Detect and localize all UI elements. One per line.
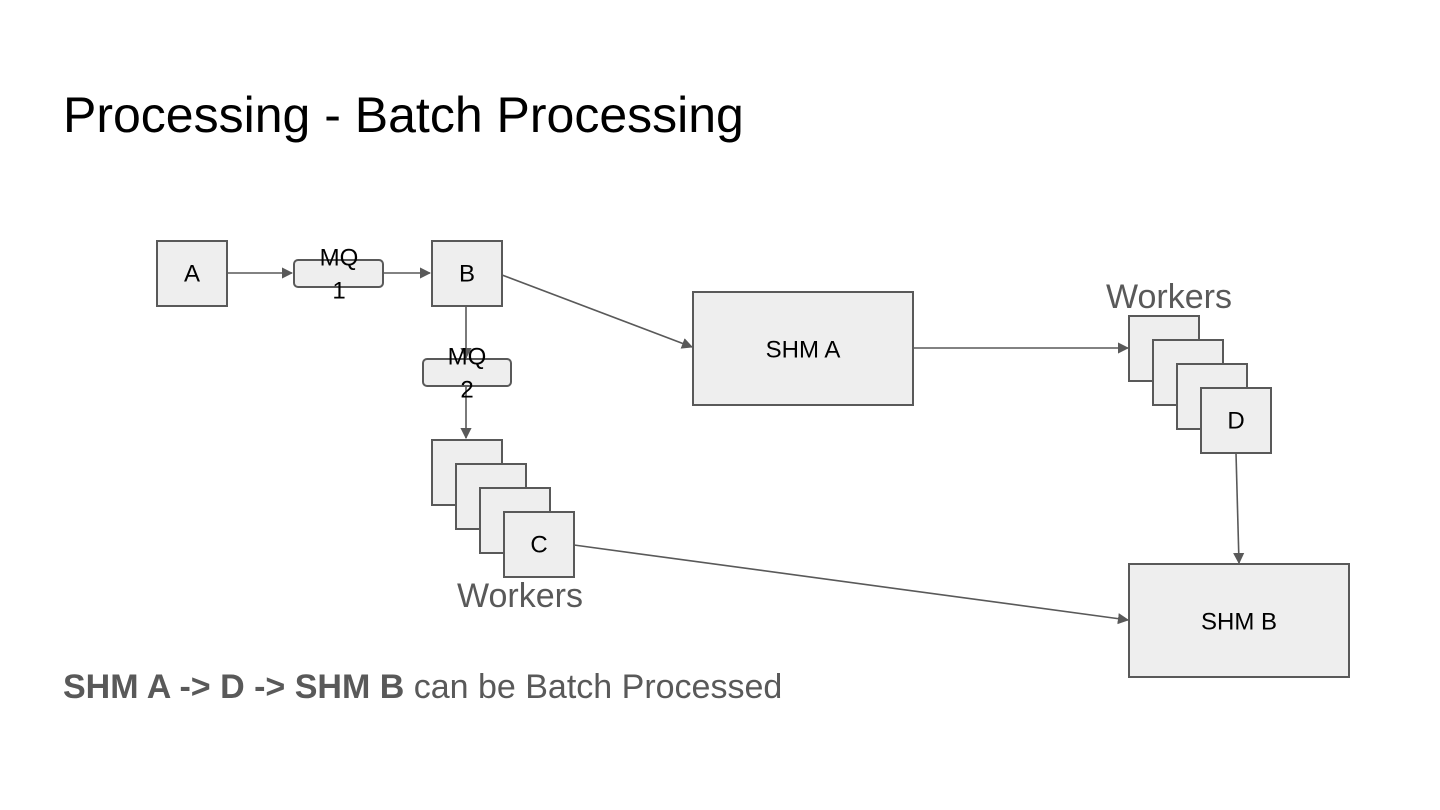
node-d-label: D <box>1227 408 1244 435</box>
node-b-label: B <box>459 261 475 288</box>
node-mq1[interactable]: MQ 1 <box>293 245 384 305</box>
node-a[interactable]: A <box>156 240 228 307</box>
workers-d-label: Workers <box>1106 278 1232 316</box>
node-mq2-label-line2: 2 <box>460 377 473 404</box>
node-mq2[interactable]: MQ 2 <box>422 344 512 404</box>
edge-b-to-shm-a <box>501 274 694 349</box>
node-shm-b-label: SHM B <box>1201 609 1277 636</box>
workers-c-stack[interactable]: C <box>431 439 575 578</box>
node-mq1-label-line2: 1 <box>332 278 345 305</box>
workers-c-label: Workers <box>457 577 583 615</box>
worker-c-card-4 <box>503 511 575 578</box>
node-b[interactable]: B <box>431 240 503 307</box>
worker-d-card-4 <box>1200 387 1272 454</box>
node-shm-b[interactable]: SHM B <box>1128 563 1350 678</box>
node-shm-a[interactable]: SHM A <box>692 291 914 406</box>
node-a-label: A <box>184 261 200 288</box>
slide-title: Processing - Batch Processing <box>63 87 744 143</box>
workers-d-stack[interactable]: D <box>1128 315 1272 454</box>
edge-d-to-shm-b <box>1233 452 1245 565</box>
node-shm-a-label: SHM A <box>766 337 841 364</box>
node-mq2-label-line1: MQ <box>448 344 487 371</box>
footer-regular-part: can be Batch Processed <box>404 668 783 706</box>
edge-c-to-shm-b <box>573 544 1130 625</box>
node-c-label: C <box>530 532 547 559</box>
node-mq1-label-line1: MQ <box>320 245 359 272</box>
slide-footer-note: SHM A -> D -> SHM B can be Batch Process… <box>63 668 782 707</box>
footer-bold-part: SHM A -> D -> SHM B <box>63 668 405 706</box>
